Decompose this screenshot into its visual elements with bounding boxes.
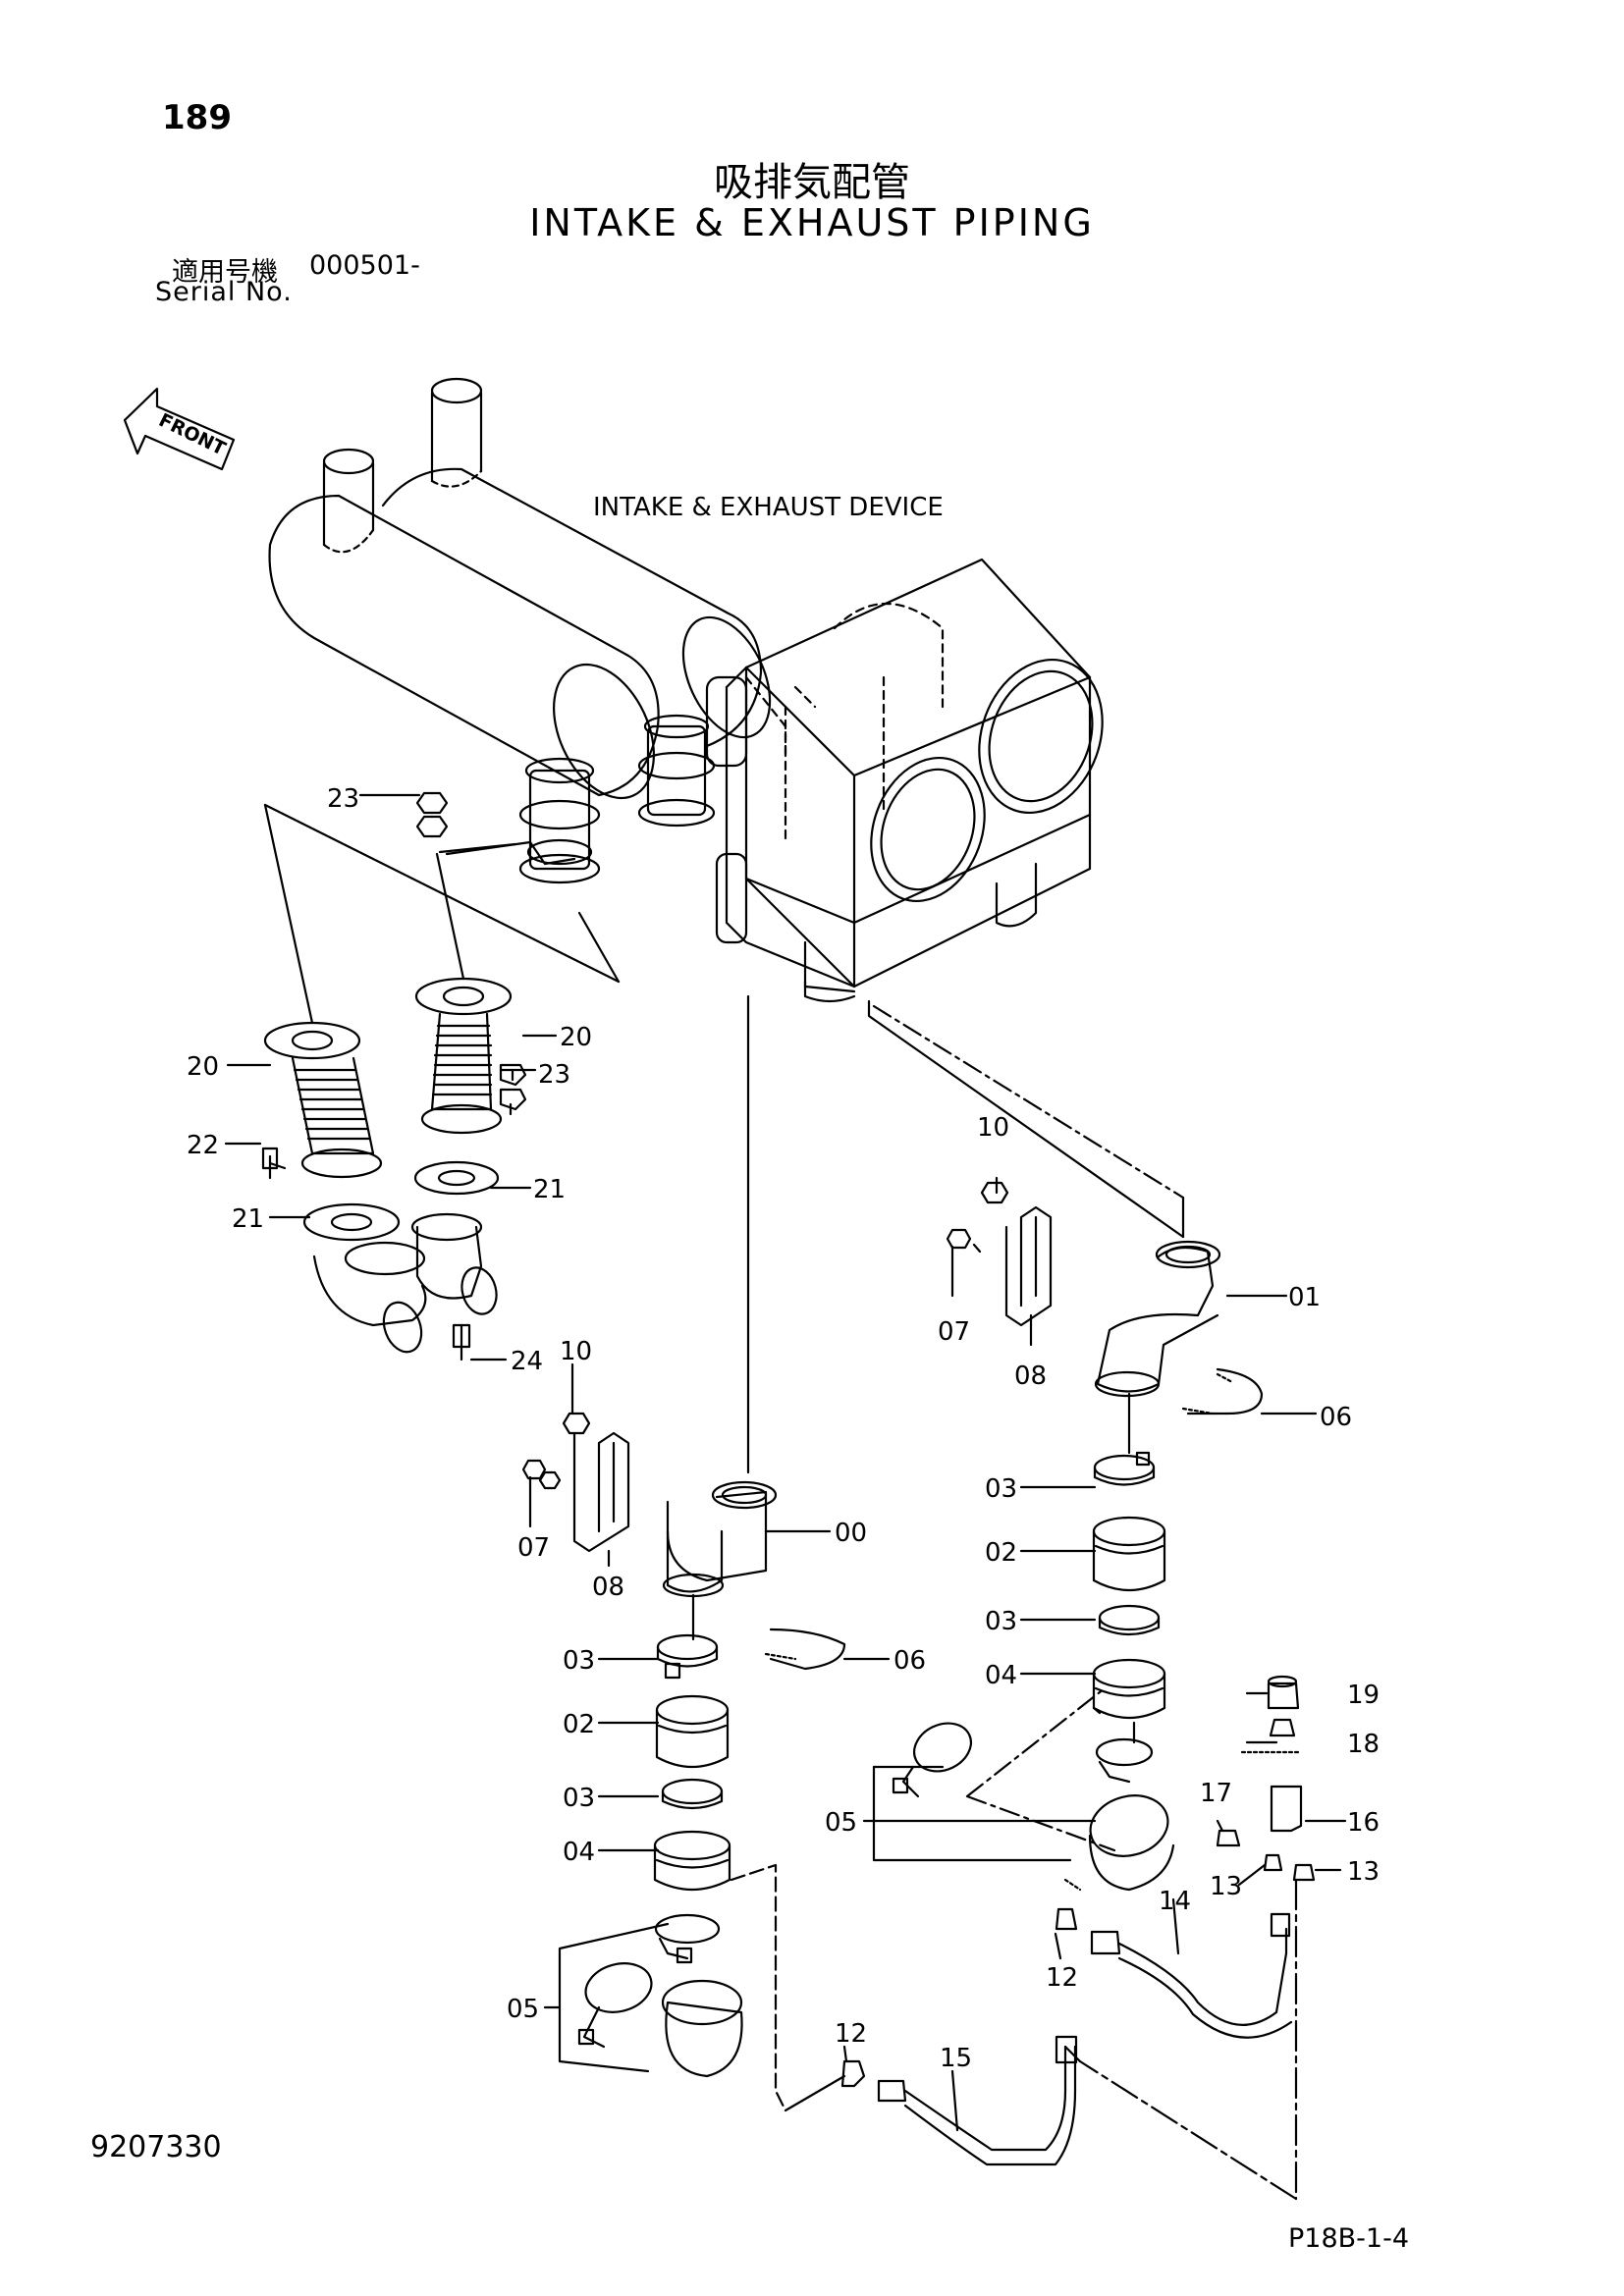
intake-exhaust-device (705, 558, 1104, 1003)
title-english: INTAKE & EXHAUST PIPING (529, 201, 1095, 244)
page-reference: P18B-1-4 (1288, 2223, 1410, 2254)
callout-05: 05 (507, 1995, 539, 2024)
callout-10: 10 (977, 1113, 1009, 1143)
callout-20: 20 (560, 1023, 592, 1052)
sensor-fittings (840, 1675, 1316, 2166)
hose-stack-left (577, 1633, 743, 2078)
callout-16: 16 (1347, 1808, 1380, 1838)
front-label: FRONT (155, 409, 229, 460)
callout-18: 18 (1347, 1730, 1380, 1759)
callout-13: 13 (1347, 1857, 1380, 1887)
callout-leaders (224, 793, 1347, 2132)
callout-14: 14 (1159, 1887, 1191, 1916)
callout-19: 19 (1347, 1681, 1380, 1710)
callout-07: 07 (938, 1317, 970, 1347)
callout-03: 03 (985, 1474, 1017, 1504)
callout-10: 10 (560, 1337, 592, 1366)
page-number: 189 (162, 98, 232, 137)
callout-17: 17 (1200, 1779, 1232, 1808)
serial-value: 000501- (309, 250, 420, 281)
flex-pipe-middle (410, 977, 527, 1362)
muffler-assembly (268, 377, 772, 884)
device-label: INTAKE & EXHAUST DEVICE (593, 493, 944, 522)
callout-00: 00 (835, 1519, 867, 1548)
callout-06: 06 (1320, 1403, 1352, 1432)
callout-03: 03 (563, 1784, 595, 1813)
callout-02: 02 (985, 1538, 1017, 1568)
callout-03: 03 (563, 1646, 595, 1676)
callout-22: 22 (187, 1131, 219, 1160)
callout-20: 20 (187, 1052, 219, 1082)
callout-07: 07 (517, 1533, 550, 1563)
front-arrow-icon: FRONT (123, 387, 236, 471)
connection-lines (691, 994, 1298, 2201)
callout-04: 04 (985, 1661, 1017, 1690)
callout-04: 04 (563, 1838, 595, 1867)
callout-23: 23 (538, 1060, 570, 1090)
callout-12: 12 (835, 2019, 867, 2049)
callout-06: 06 (893, 1646, 926, 1676)
callout-01: 01 (1288, 1283, 1321, 1312)
callout-21: 21 (533, 1175, 566, 1204)
title-japanese: 吸排気配管 (714, 160, 910, 205)
callout-08: 08 (1014, 1362, 1047, 1391)
callout-23: 23 (327, 784, 359, 814)
callout-15: 15 (940, 2044, 972, 2073)
hose-stack-right (892, 1451, 1175, 1892)
callout-05: 05 (825, 1808, 857, 1838)
document-number: 9207330 (90, 2130, 222, 2164)
callout-13: 13 (1210, 1872, 1242, 1901)
intake-pipe-right (946, 1181, 1264, 1415)
serial-label-japanese: 適用号機 (172, 257, 278, 288)
flex-pipe-left (261, 1021, 427, 1354)
callout-24: 24 (511, 1347, 543, 1376)
callout-21: 21 (232, 1204, 264, 1234)
callout-08: 08 (592, 1573, 624, 1602)
callout-12: 12 (1046, 1963, 1078, 1993)
serial-label-english: Serial No. (155, 277, 293, 307)
callout-03: 03 (985, 1607, 1017, 1636)
callout-02: 02 (563, 1710, 595, 1739)
intake-pipe-left (521, 1412, 846, 1671)
